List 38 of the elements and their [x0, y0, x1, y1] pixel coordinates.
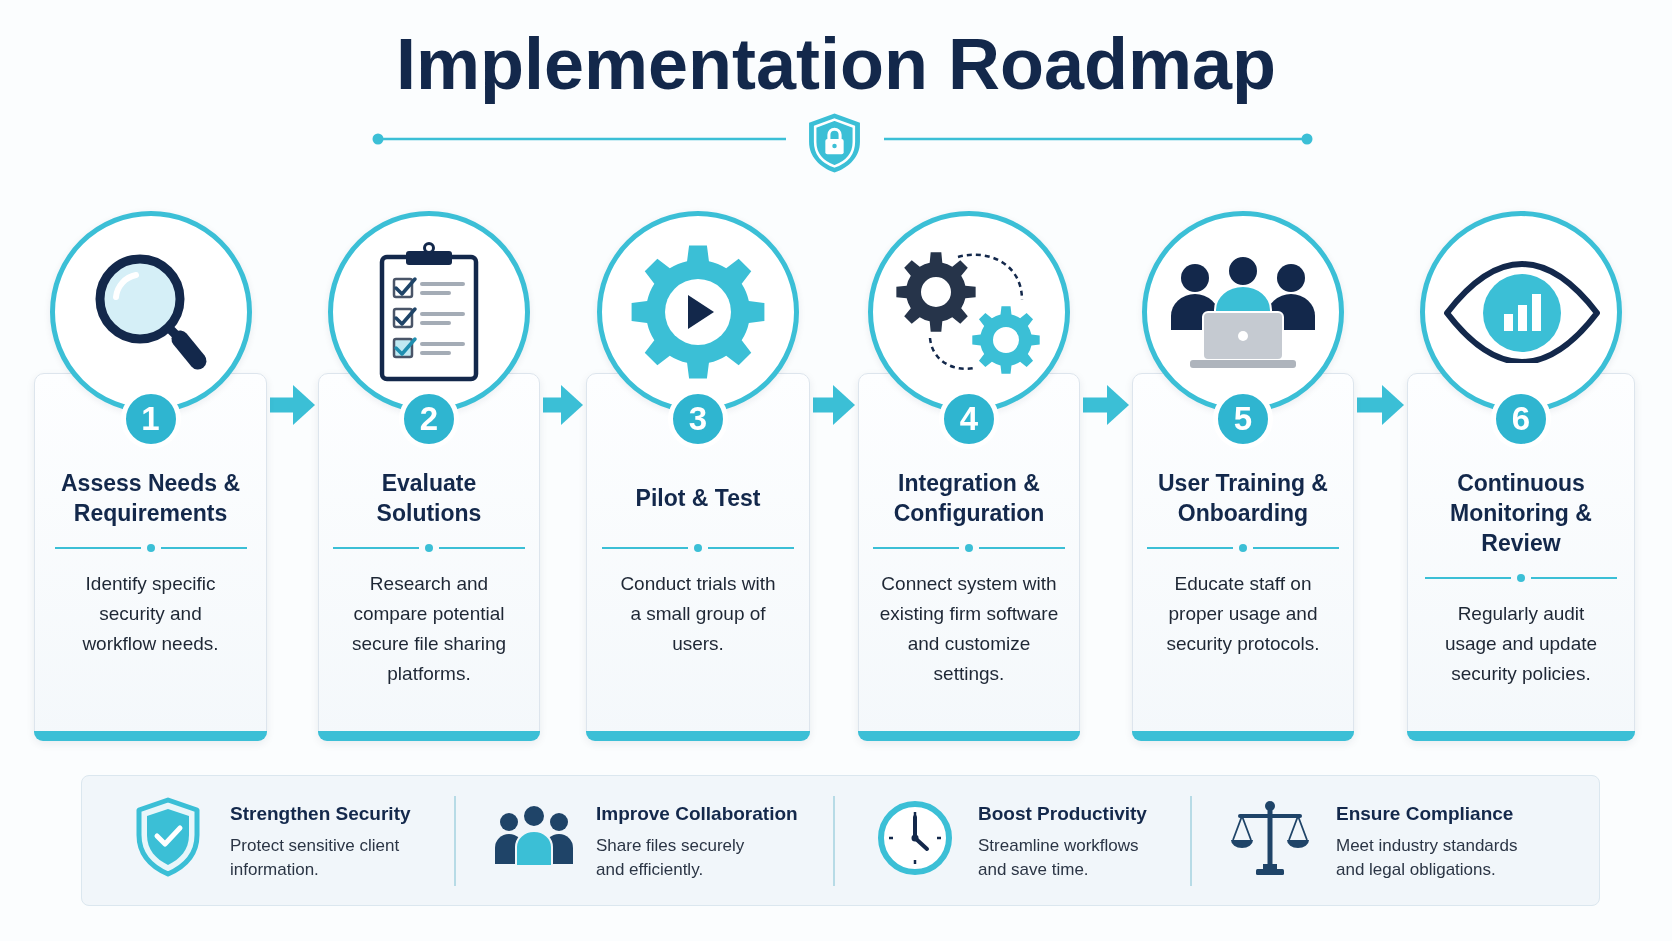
- step-description: Connect system with existing firm software and customize settings.: [878, 572, 1060, 686]
- benefit-description: Share files securely and efficiently.: [596, 835, 746, 881]
- step-number: 5: [1233, 401, 1253, 437]
- arrow: [270, 385, 315, 425]
- step-description: Educate staff on proper usage and security protocols.: [1165, 572, 1321, 656]
- step-description: Regularly audit usage and update security policies.: [1443, 602, 1599, 686]
- benefit-title: Improve Collaboration: [596, 802, 798, 826]
- arrow: [1083, 385, 1129, 425]
- arrow: [543, 385, 583, 425]
- benefit-description: Protect sensitive client information.: [230, 835, 401, 881]
- benefit-title: Ensure Compliance: [1336, 802, 1514, 826]
- title: Implementation Roadmap: [395, 24, 1277, 104]
- step-number: 6: [1511, 401, 1531, 437]
- step-title: User Training & Onboarding: [1157, 469, 1329, 528]
- arrow: [813, 385, 855, 425]
- step-card: [1407, 211, 1635, 741]
- step-description: Identify specific security and workflow needs.: [81, 572, 220, 656]
- benefit-description: Meet industry standards and legal obligations.: [1336, 835, 1519, 881]
- arrow: [1357, 385, 1404, 425]
- step-description: Research and compare potential secure file sharing platforms.: [350, 572, 508, 686]
- step-description: Conduct trials with a small group of users.: [619, 572, 777, 656]
- benefit-title: Boost Productivity: [978, 802, 1147, 826]
- step-number: 4: [959, 401, 979, 437]
- step-card: [586, 211, 810, 741]
- benefit-title: Strengthen Security: [230, 802, 411, 826]
- step-card: [858, 211, 1080, 741]
- step-title: Evaluate Solutions: [375, 469, 483, 528]
- step-number: 2: [419, 401, 439, 437]
- step-card: [1132, 211, 1354, 741]
- step-number: 3: [688, 401, 708, 437]
- step-card: [318, 211, 540, 741]
- step-number: 1: [141, 401, 160, 437]
- step-title: Assess Needs & Requirements: [60, 469, 241, 528]
- step-title: Continuous Monitoring & Review: [1449, 469, 1593, 558]
- benefit-description: Streamline workflows and save time.: [978, 835, 1140, 881]
- step-title: Integration & Configuration: [892, 469, 1046, 528]
- step-card: [34, 211, 267, 741]
- step-title: Pilot & Test: [635, 484, 761, 513]
